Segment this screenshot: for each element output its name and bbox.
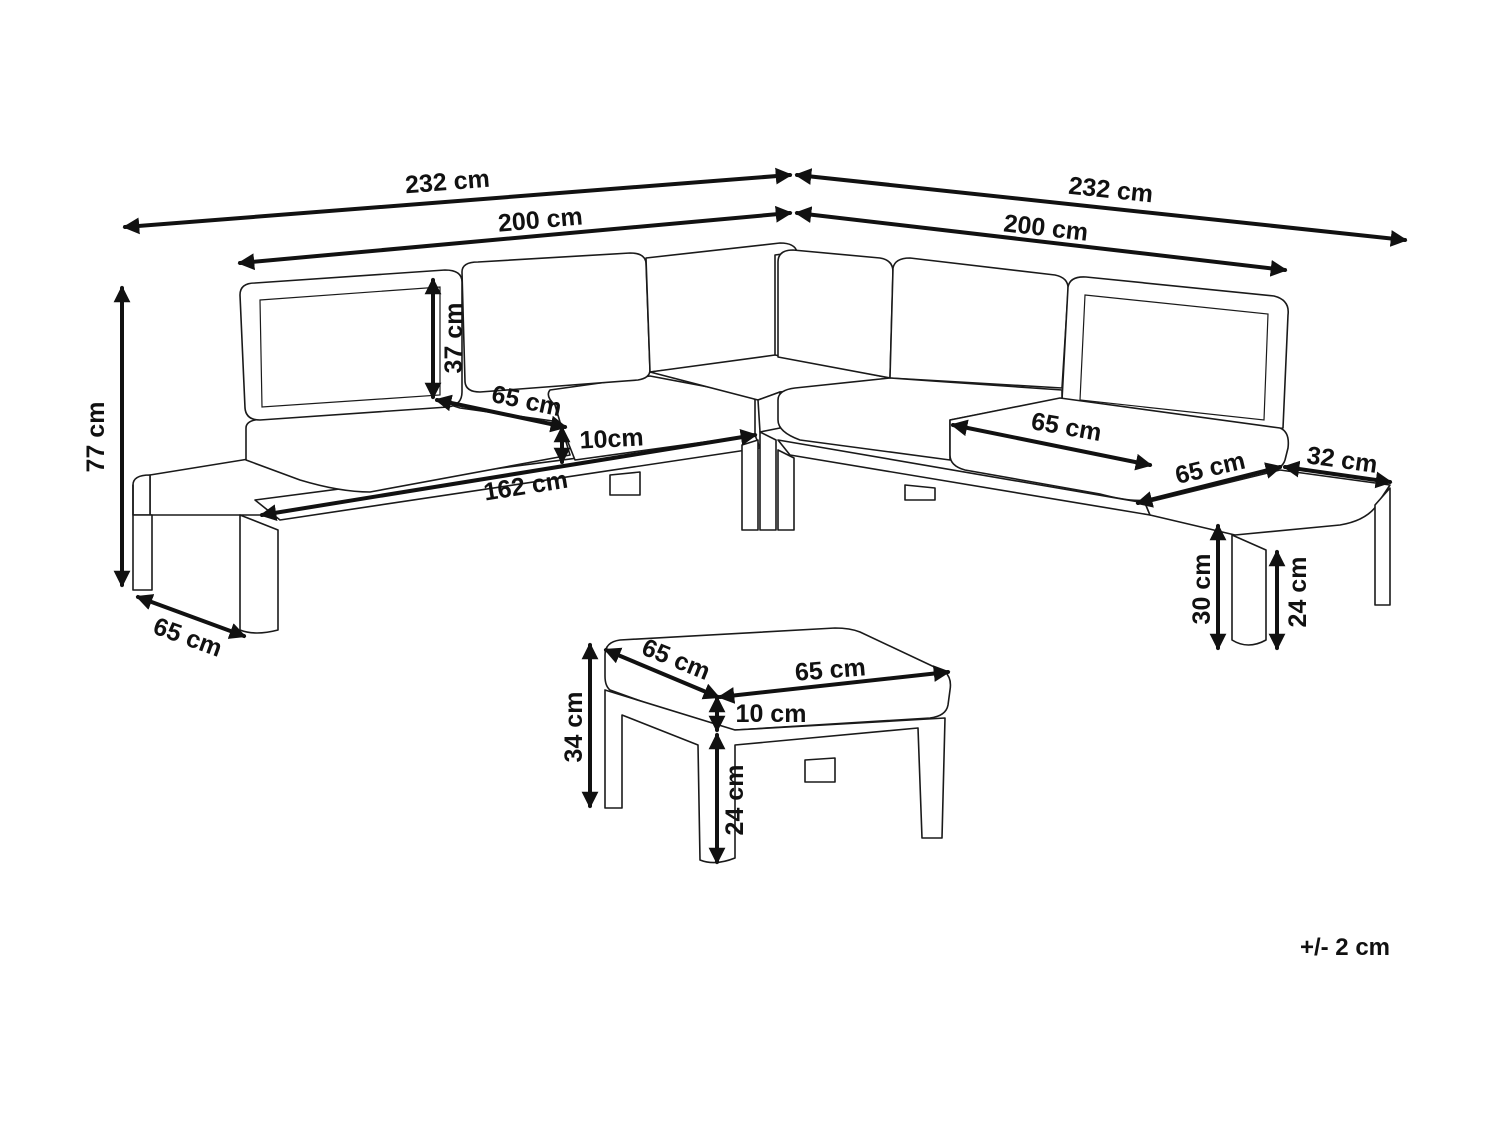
dim-arrow-right-frame-depth	[1135, 462, 1283, 508]
left-sofa-section	[132, 242, 798, 634]
ottoman-back-leg	[804, 757, 836, 783]
dim-arrow-left-total	[122, 167, 793, 235]
left-back-cushion-2	[461, 252, 651, 393]
dim-arrow-left-frame	[259, 428, 758, 522]
dim-arrow-left-seat	[237, 205, 793, 271]
left-table-back-leg	[132, 484, 153, 591]
left-table-front-leg	[239, 514, 279, 634]
dim-arrow-ottoman-depth	[603, 647, 721, 700]
tolerance-note: +/- 2 cm	[1300, 934, 1390, 961]
right-back-cushion-3	[1061, 276, 1290, 436]
right-frame-leg-back	[777, 449, 795, 531]
label-overall-height: 77 cm	[82, 402, 110, 473]
dim-arrow-ottoman-width	[717, 665, 951, 704]
label-ottoman-leg-height: 24 cm	[721, 765, 749, 836]
dim-arrow-right-seat	[794, 206, 1288, 277]
label-ottoman-cushion-thickness: 10 cm	[736, 700, 807, 728]
label-right-leg-height: 24 cm	[1284, 557, 1312, 628]
left-back-cushion-3	[645, 242, 798, 373]
right-frame-mid-leg	[904, 484, 936, 501]
dim-arrow-right-seat-depth	[950, 419, 1153, 471]
label-backrest-height: 37 cm	[440, 303, 468, 374]
corner-leg	[759, 431, 777, 531]
dim-arrow-left-table-depth	[135, 594, 247, 639]
right-table-back-leg	[1374, 487, 1391, 606]
right-table-front-leg	[1231, 534, 1267, 646]
label-left-total-width: 232 cm	[404, 165, 491, 200]
label-right-total-width: 232 cm	[1067, 172, 1154, 209]
label-ottoman-height: 34 cm	[560, 692, 588, 763]
left-frame-mid-leg	[609, 471, 641, 496]
label-right-seat-height: 30 cm	[1188, 554, 1216, 625]
dim-arrow-left-seat-depth	[434, 394, 568, 433]
right-back-cushion-2	[889, 257, 1070, 389]
left-back-cushion-1	[239, 269, 463, 421]
label-left-table-depth: 65 cm	[150, 612, 226, 663]
label-right-seat-width: 200 cm	[1002, 209, 1089, 246]
left-frame-leg	[741, 439, 759, 531]
label-left-cushion-thickness: 10cm	[579, 423, 644, 454]
label-ottoman-width: 65 cm	[794, 653, 867, 686]
right-back-cushion-1	[777, 249, 894, 379]
dim-arrow-right-table-width	[1282, 460, 1393, 489]
dimension-lines	[113, 167, 1408, 865]
